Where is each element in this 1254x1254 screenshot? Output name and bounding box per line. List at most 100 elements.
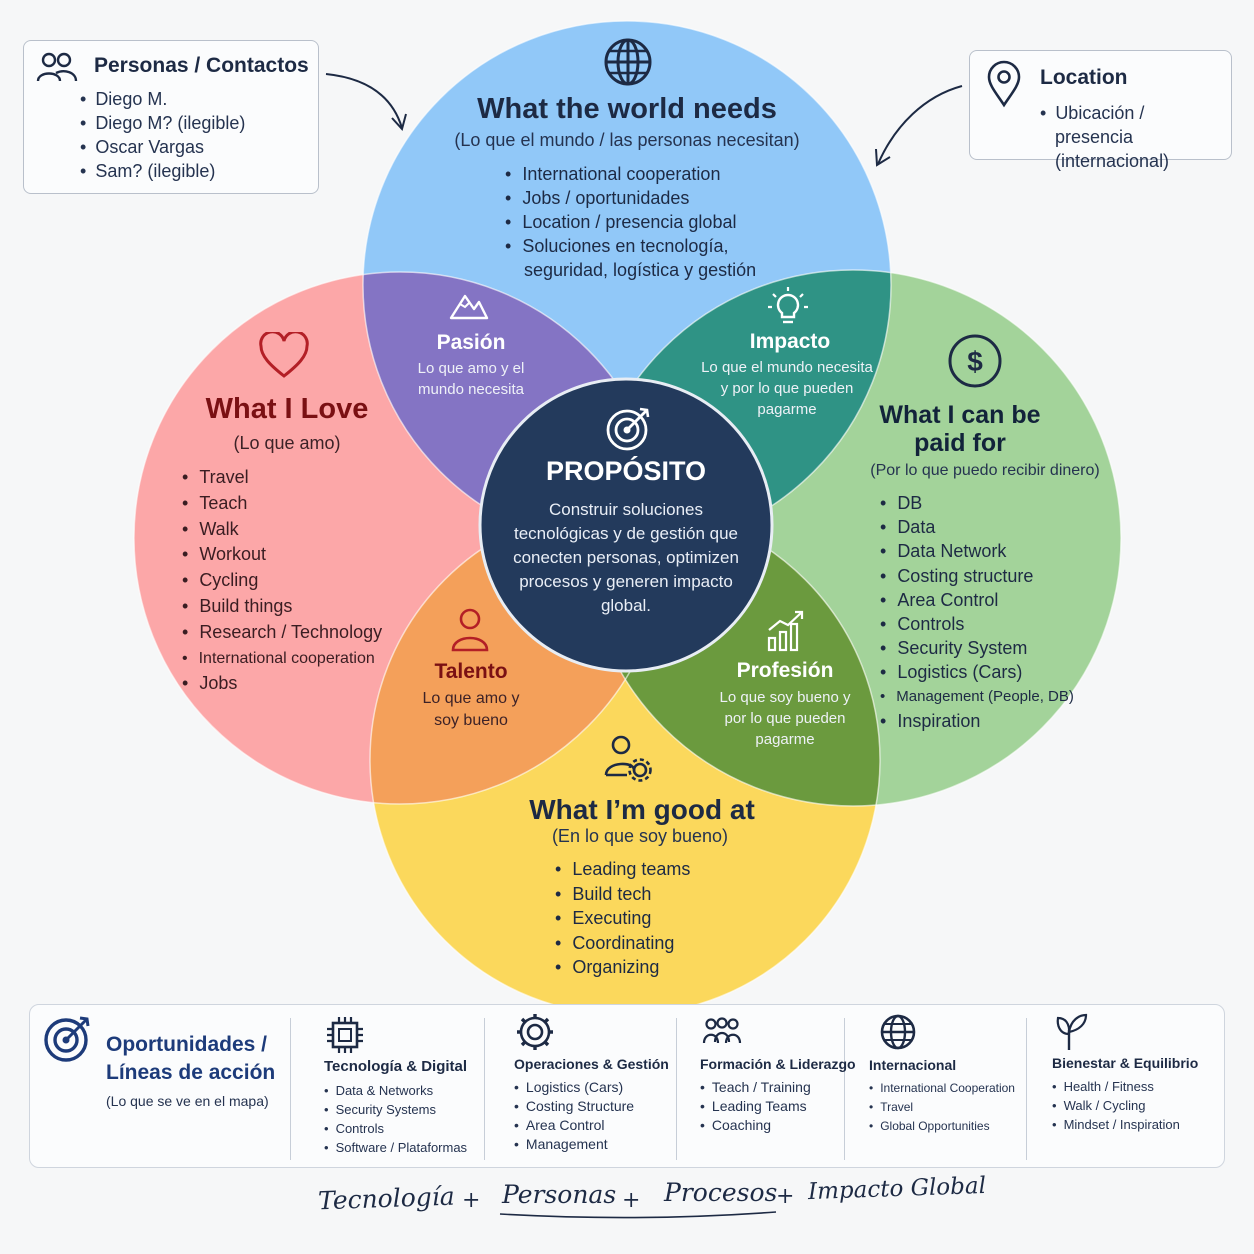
paid-for-subtitle: (Por lo que puedo recibir dinero): [870, 462, 1100, 479]
divider: [676, 1018, 677, 1160]
list-item: Data & Networks: [324, 1081, 467, 1100]
list-item: Ubicación / presencia (internacional): [1040, 101, 1225, 173]
list-item: Global Opportunities: [869, 1117, 1015, 1136]
list-item: Security System: [880, 636, 1074, 660]
opportunity-column-tech: Tecnología & Digital Data & Networks Sec…: [324, 1058, 467, 1157]
heart-icon: [259, 332, 309, 378]
lens-talent-text: Lo que amo y soy bueno: [422, 690, 520, 729]
list-item: International cooperation: [505, 162, 815, 186]
list-item: Walk / Cycling: [1052, 1096, 1198, 1115]
team-icon: [702, 1017, 742, 1044]
list-item: Coaching: [700, 1116, 856, 1135]
list-item: Data: [880, 515, 1074, 539]
list-item: Soluciones en tecnología, seguridad, log…: [505, 234, 815, 282]
list-item: International cooperation: [182, 646, 382, 672]
opportunity-column-international: Internacional International Cooperation …: [869, 1057, 1015, 1136]
lens-passion-title: Pasión: [436, 331, 506, 354]
contacts-title: Personas / Contactos: [94, 54, 309, 77]
list-item: Travel: [182, 465, 382, 491]
divider: [484, 1018, 485, 1160]
list-item: Management: [514, 1135, 669, 1154]
list-item: Research / Technology: [182, 620, 382, 646]
map-pin-icon: [987, 60, 1021, 108]
list-item: Cycling: [182, 568, 382, 594]
love-subtitle: (Lo que amo): [233, 433, 341, 453]
arrow-contacts: [325, 73, 403, 129]
list-item: Data Network: [880, 539, 1074, 563]
globe-icon: [880, 1014, 916, 1050]
list-item: Controls: [324, 1119, 467, 1138]
good-at-subtitle: (En lo que soy bueno): [551, 826, 729, 846]
list-item: Build tech: [555, 882, 690, 907]
column-title: Operaciones & Gestión: [514, 1056, 669, 1072]
list-item: Diego M.: [80, 87, 245, 111]
world-needs-subtitle: (Lo que el mundo / las personas necesita…: [454, 130, 800, 150]
list-item: Inspiration: [880, 709, 1074, 733]
dollar-icon: $: [948, 334, 1002, 388]
purpose-circle: [478, 377, 774, 673]
list-item: Travel: [869, 1098, 1015, 1117]
sprout-icon: [1056, 1013, 1088, 1050]
world-needs-list: International cooperation Jobs / oportun…: [505, 162, 815, 282]
footer-word-processes: Procesos: [664, 1178, 778, 1207]
location-title: Location: [1040, 66, 1128, 89]
mountain-icon: [449, 294, 489, 320]
lens-profession-text: Lo que soy bueno y por lo que pueden pag…: [719, 689, 851, 748]
contacts-box: Personas / Contactos Diego M. Diego M? (…: [23, 40, 319, 194]
list-item: Oscar Vargas: [80, 135, 245, 159]
divider: [1026, 1018, 1027, 1160]
list-item: Area Control: [880, 588, 1074, 612]
lens-impact-title: Impacto: [749, 330, 831, 353]
column-title: Formación & Liderazgo: [700, 1056, 856, 1072]
lightbulb-icon: [768, 287, 808, 324]
list-item: Build things: [182, 594, 382, 620]
good-at-title: What I’m good at: [529, 794, 755, 825]
svg-text:$: $: [967, 346, 983, 377]
purpose-title: PROPÓSITO: [545, 456, 707, 486]
divider: [290, 1018, 291, 1160]
chip-icon: [327, 1017, 363, 1053]
location-list: Ubicación / presencia (internacional): [1040, 101, 1225, 173]
list-item: Jobs / oportunidades: [505, 186, 815, 210]
footer-plus: +: [462, 1188, 481, 1213]
list-item: Management (People, DB): [880, 685, 1074, 709]
location-box: Location Ubicación / presencia (internac…: [969, 50, 1232, 171]
person-gear-icon: [604, 735, 652, 782]
opportunities-title: Oportunidades / Líneas de acción: [106, 1033, 276, 1084]
list-item: Logistics (Cars): [514, 1078, 669, 1097]
paid-for-title: What I can be paid for: [879, 401, 1041, 457]
opportunity-column-wellbeing: Bienestar & Equilibrio Health / Fitness …: [1052, 1055, 1198, 1134]
list-item: Software / Plataformas: [324, 1138, 468, 1157]
arrow-location: [877, 85, 963, 165]
love-list: Travel Teach Walk Workout Cycling Build …: [182, 465, 382, 697]
list-item: International Cooperation: [869, 1079, 1015, 1098]
good-at-list: Leading teams Build tech Executing Coord…: [555, 857, 690, 980]
list-item: Organizing: [555, 955, 690, 980]
opportunity-column-operations: Operaciones & Gestión Logistics (Cars) C…: [514, 1056, 669, 1154]
list-item: Location / presencia global: [505, 210, 815, 234]
footer-underline: [499, 1211, 777, 1219]
lens-passion-text: Lo que amo y el mundo necesita: [417, 360, 525, 398]
opportunity-column-training: Formación & Liderazgo Teach / Training L…: [700, 1056, 856, 1135]
paid-for-list: DB Data Data Network Costing structure A…: [880, 491, 1074, 733]
list-item: Logistics (Cars): [880, 660, 1074, 684]
footer-plus: +: [622, 1188, 641, 1213]
growth-chart-icon: [767, 610, 804, 652]
love-title: What I Love: [205, 393, 369, 425]
list-item: Sam? (ilegible): [80, 159, 245, 183]
list-item: Teach / Training: [700, 1078, 856, 1097]
footer-word-technology: Tecnología: [317, 1181, 456, 1216]
list-item: Teach: [182, 491, 382, 517]
footer-plus: +: [776, 1184, 795, 1209]
gear-icon: [517, 1014, 553, 1050]
footer-word-people: Personas: [502, 1180, 617, 1209]
lens-profession-title: Profesión: [736, 659, 834, 682]
list-item: Health / Fitness: [1052, 1077, 1198, 1096]
list-item: Workout: [182, 542, 382, 568]
list-item: Leading teams: [555, 857, 690, 882]
list-item: Security Systems: [324, 1100, 467, 1119]
target-icon: [606, 407, 650, 451]
list-item: Costing structure: [880, 564, 1074, 588]
column-title: Tecnología & Digital: [324, 1058, 468, 1075]
